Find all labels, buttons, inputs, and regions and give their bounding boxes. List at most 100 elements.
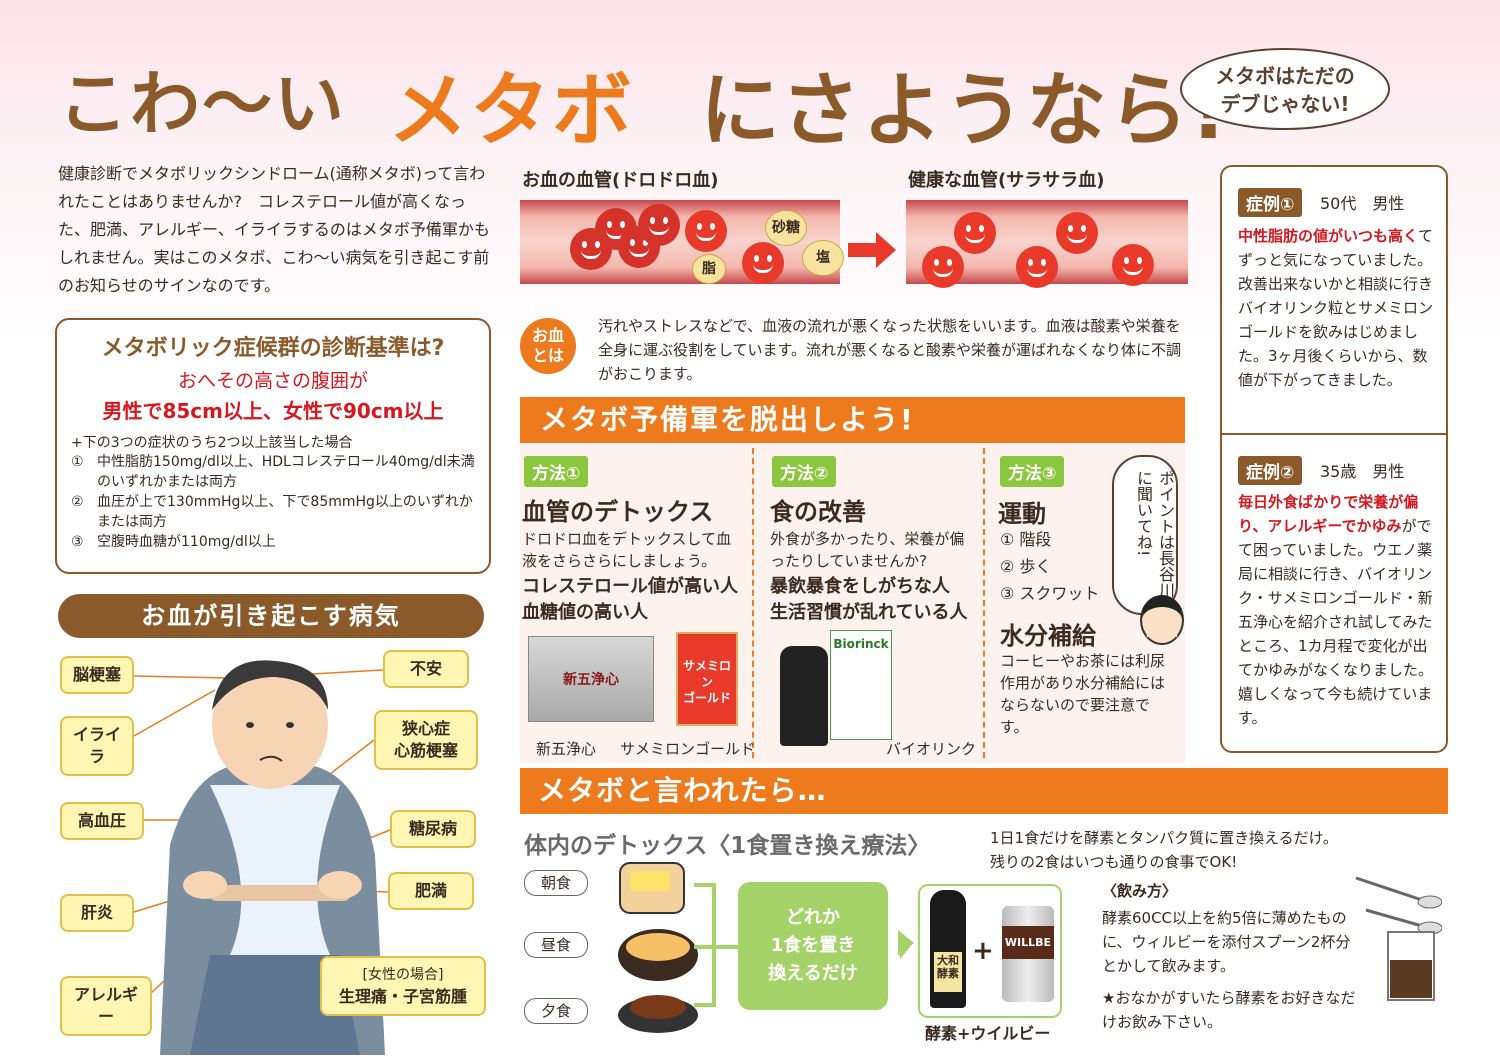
- enzyme-bottle-label: 大和酵素: [934, 952, 962, 992]
- pkg-label-1: サメミロン: [682, 659, 731, 689]
- method-tag: 方法③: [1000, 456, 1065, 487]
- criteria-plus: +下の3つの症状のうち2つ以上該当した場合: [71, 435, 353, 451]
- item-text: 空腹時血糖が110mg/dl以上: [97, 534, 276, 550]
- method-tag: 方法②: [772, 456, 837, 487]
- bubble-line-1: メタボはただの: [1215, 64, 1355, 88]
- disease-tag-women: [女性の場合] 生理痛・子宮筋腫: [320, 956, 486, 1016]
- salt-lump: 塩: [802, 240, 844, 276]
- badge-line-1: お血: [531, 326, 564, 345]
- choose-line-2: 1食を置き: [770, 935, 856, 956]
- exercise-list: ① 階段 ② 歩く ③ スクワット: [1000, 526, 1099, 607]
- disease-tag: 脳梗塞: [60, 656, 134, 694]
- case-body: てずっと気になっていました。改善出来ないかと相談に行きバイオリンク粒とサメミロン…: [1238, 227, 1434, 389]
- method-target-1: コレステロール値が高い人: [522, 576, 738, 597]
- bad-vessel: 砂糖 塩 脂: [520, 200, 844, 284]
- plus-sign: +: [972, 936, 994, 966]
- meal-breakfast: 朝食: [524, 870, 588, 896]
- water-text: コーヒーやお茶には利尿作用があり水分補給にはならないので要注意です。: [1000, 652, 1166, 736]
- case-divider: [1222, 433, 1446, 435]
- blood-cell: [1016, 246, 1058, 288]
- criteria-line-1: おへその高さの腹囲が: [177, 370, 368, 392]
- women-label: [女性の場合]: [362, 967, 444, 983]
- glass-spoon-icon: [1355, 876, 1442, 1001]
- intro-text: 健康診断でメタボリックシンドローム(通称メタボ)って言われたことはありませんか?…: [58, 164, 490, 295]
- case-meta: 50代 男性: [1320, 194, 1405, 213]
- blood-cell: [922, 246, 964, 288]
- title-metabo: メタボ: [388, 64, 634, 157]
- criteria-line-2: 男性で85cm以上、女性で90cm以上: [102, 399, 444, 423]
- blood-cell: [638, 204, 680, 246]
- item-text: 中性脂肪150mg/dl以上、HDLコレステロール40mg/dl未満のいずれかま…: [97, 454, 475, 490]
- disease-infarction: 心筋梗塞: [393, 741, 458, 760]
- blood-cell: [1112, 244, 1154, 286]
- pkg-label-2: ゴールド: [682, 691, 731, 705]
- product-biorinck: Biorinck: [830, 630, 892, 740]
- oketsu-badge: お血 とは: [520, 318, 576, 374]
- product-caption: バイオリンク: [886, 740, 977, 758]
- disease-tag: 高血圧: [60, 802, 144, 840]
- arrow-right-icon: [898, 930, 914, 956]
- disease-tag-heart: 狭心症 心筋梗塞: [374, 710, 478, 770]
- exercise-item: ③ スクワット: [1000, 584, 1100, 603]
- point-balloon: [1112, 455, 1178, 615]
- choose-line-1: どれか: [786, 907, 840, 928]
- item-number: ②: [71, 494, 84, 510]
- detox-title: 体内のデトックス〈1食置き換え療法〉: [524, 833, 931, 859]
- divider: [983, 448, 985, 758]
- how-to-drink-text: 酵素60CC以上を約5倍に薄めたものに、ウィルビーを添付スプーン2杯分とかして飲…: [1102, 909, 1351, 975]
- criteria-heading: メタボリック症候群の診断基準は?: [101, 336, 445, 361]
- speech-bubble: メタボはただの デブじゃない!: [1180, 48, 1390, 130]
- product-goshoshin: 新五浄心: [528, 636, 654, 722]
- case-body: がでて困っていました。ウエノ薬局に相談に行き、バイオリンク・サメミロンゴールド・…: [1238, 517, 1434, 727]
- blood-cell: [1056, 212, 1098, 254]
- blood-cell: [685, 210, 727, 252]
- metabo-heading: メタボと言われたら…: [520, 768, 1448, 814]
- bad-vessel-title: お血の血管(ドロドロ血): [522, 170, 719, 191]
- disease-angina: 狭心症: [401, 719, 450, 738]
- replace-one-meal-box: どれか 1食を置き 換えるだけ: [738, 882, 888, 1010]
- method-title: 食の改善: [770, 498, 866, 526]
- meal-lunch: 昼食: [524, 932, 588, 958]
- case-text: 中性脂肪の値がいつも高くてずっと気になっていました。改善出来ないかと相談に行きバ…: [1238, 224, 1438, 392]
- how-to-drink-title: 〈飲み方〉: [1102, 882, 1178, 900]
- meal-illustrations: [618, 862, 910, 1033]
- exercise-item: ② 歩く: [1000, 557, 1052, 576]
- good-vessel: [906, 200, 1188, 288]
- method-target-2: 血糖値の高い人: [522, 602, 648, 623]
- willbe-can: WILLBE: [1002, 906, 1054, 1002]
- exercise-item: ① 階段: [1000, 530, 1052, 549]
- item-text: 血圧が上で130mmHg以上、下で85mmHg以上のいずれかまたは両方: [97, 494, 473, 530]
- choose-line-3: 換えるだけ: [768, 963, 858, 984]
- divider: [752, 448, 754, 758]
- meal-dinner: 夕食: [524, 998, 588, 1024]
- woman-face-icon: [1140, 595, 1184, 645]
- blood-cell: [954, 212, 996, 254]
- case-highlight: 毎日外食ばかりで栄養が偏り、アレルギーでかゆみ: [1238, 493, 1419, 535]
- method-title: 血管のデトックス: [522, 498, 714, 526]
- oketsu-description: 汚れやストレスなどで、血液の流れが悪くなった状態をいいます。血液は酸素や栄養を全…: [598, 317, 1182, 383]
- criteria-item: ② 血圧が上で130mmHg以上、下で85mmHg以上のいずれかまたは両方: [71, 492, 475, 532]
- case-text: 毎日外食ばかりで栄養が偏り、アレルギーでかゆみがでて困っていました。ウエノ薬局に…: [1238, 490, 1438, 730]
- method-text: 外食が多かったり、栄養が偏ったりしていませんか?: [770, 530, 965, 570]
- water-title: 水分補給: [1000, 622, 1096, 650]
- product-caption: サメミロンゴールド: [620, 740, 756, 758]
- diseases-heading: お血が引き起こす病気: [58, 594, 484, 638]
- title-prefix: こわ〜い: [58, 63, 346, 145]
- method-target-1: 暴飲暴食をしがちな人: [770, 576, 950, 597]
- can-label: WILLBE: [1002, 926, 1054, 959]
- product-caption: 新五浄心: [536, 740, 597, 758]
- fat-lump: 脂: [692, 254, 726, 284]
- disease-tag: イライラ: [60, 716, 134, 776]
- case-meta: 35歳 男性: [1320, 462, 1405, 481]
- item-number: ③: [71, 534, 84, 550]
- detox-line-1: 1日1食だけを酵素とタンパク質に置き換えるだけ。: [990, 829, 1338, 847]
- detox-text: 1日1食だけを酵素とタンパク質に置き換えるだけ。 残りの2食はいつも通りの食事で…: [990, 826, 1338, 874]
- method-title: 運動: [998, 500, 1046, 528]
- disease-tag: 不安: [383, 650, 469, 688]
- method-target-2: 生活習慣が乱れている人: [770, 602, 968, 623]
- escape-heading: メタボ予備軍を脱出しよう!: [520, 397, 1185, 443]
- method-tag: 方法①: [524, 456, 589, 487]
- disease-tag: アレルギー: [60, 976, 152, 1036]
- case-tag: 症例①: [1238, 188, 1303, 217]
- sugar-lump: 砂糖: [765, 210, 807, 246]
